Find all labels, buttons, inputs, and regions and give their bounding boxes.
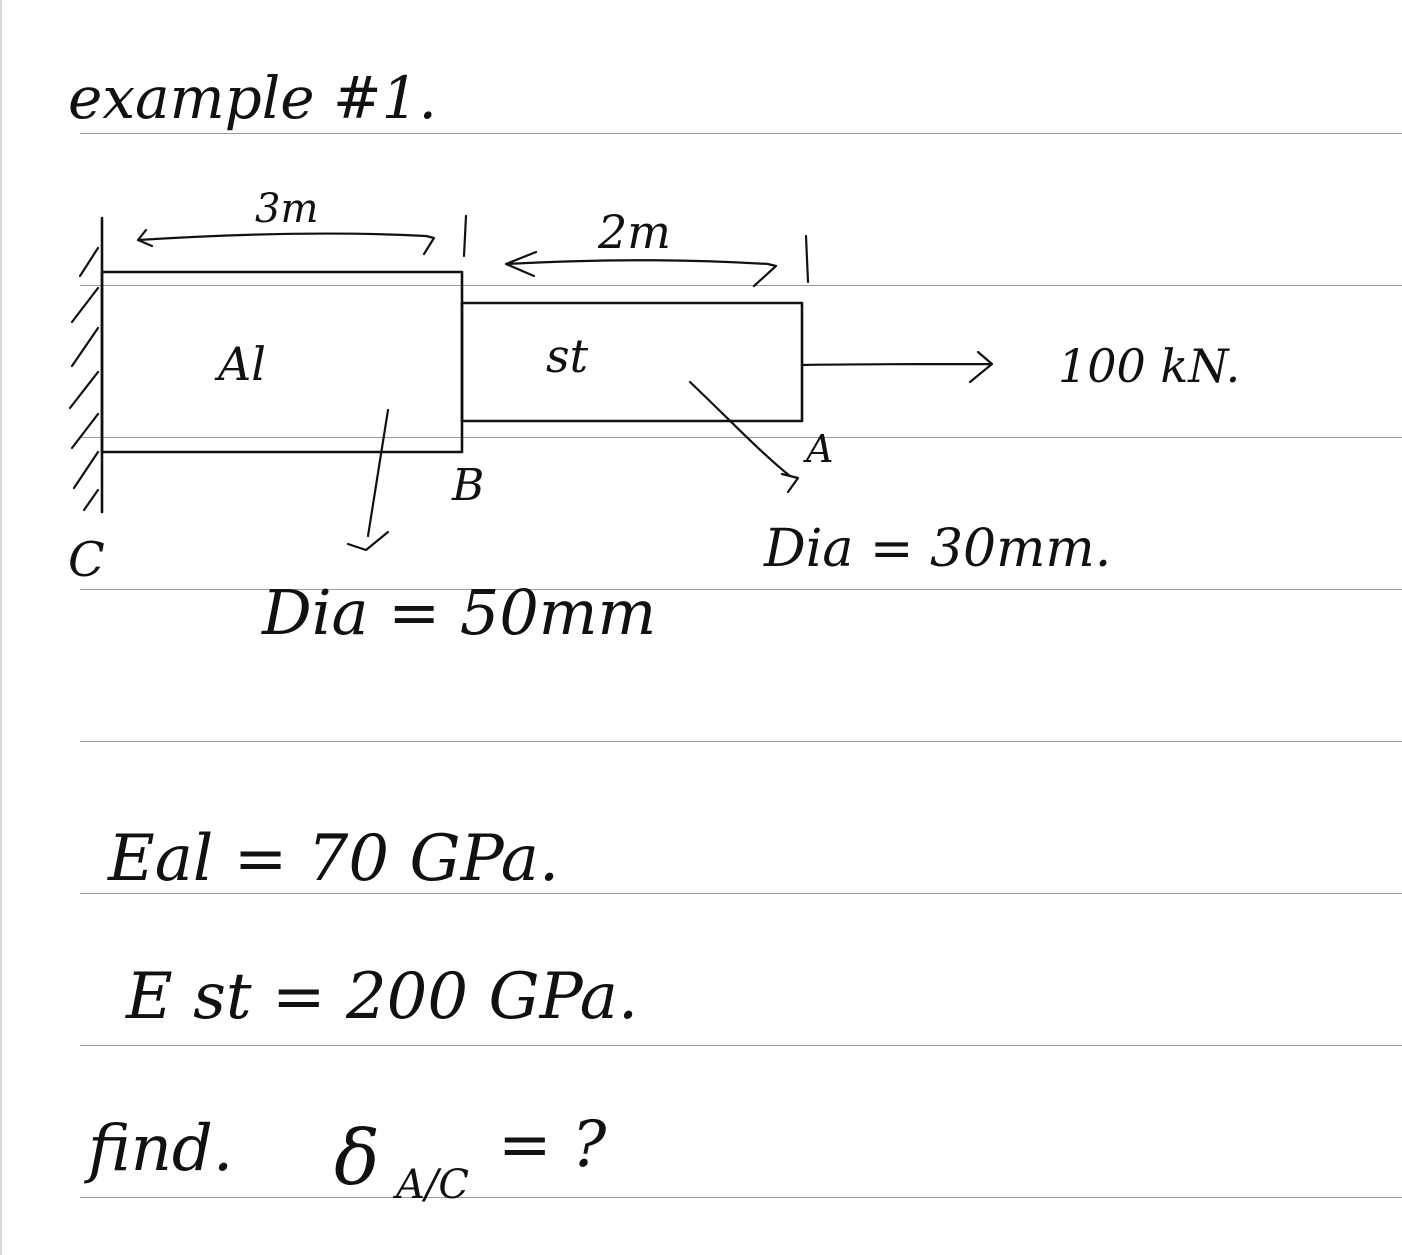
aluminum-label: Al	[214, 337, 266, 391]
find-label: find.	[84, 1112, 233, 1186]
delta-subscript: A/C	[392, 1162, 469, 1208]
ruled-line	[80, 133, 1402, 134]
ruled-line	[80, 741, 1402, 742]
steel-diameter-pointer	[688, 380, 800, 494]
load-label: 100 kN.	[1058, 339, 1240, 393]
point-c-label: C	[68, 532, 105, 588]
ruled-line	[80, 1045, 1402, 1046]
ruled-line	[80, 437, 1402, 438]
steel-bar	[460, 301, 804, 423]
aluminum-bar	[100, 270, 464, 454]
modulus-aluminum: Eal = 70 GPa.	[107, 822, 559, 896]
delta-symbol: δ	[334, 1113, 380, 1202]
aluminum-diameter-pointer	[346, 408, 390, 552]
ruled-line	[80, 589, 1402, 590]
modulus-steel: E st = 200 GPa.	[125, 960, 638, 1034]
question-mark: = ?	[498, 1108, 607, 1182]
aluminum-diameter-label: Dia = 50mm	[261, 576, 656, 649]
point-b-label: B	[451, 460, 484, 511]
dimension-2m: 2m	[504, 205, 810, 288]
steel-label: st	[546, 329, 589, 383]
dimension-3m-label: 3m	[255, 186, 318, 232]
ruled-line	[80, 893, 1402, 894]
ruled-line	[80, 285, 1402, 286]
fixed-wall	[68, 216, 104, 514]
dimension-3m: 3m	[136, 186, 468, 258]
steel-diameter-label: Dia = 30mm.	[763, 519, 1111, 579]
load-arrow	[800, 350, 994, 384]
ruled-line	[80, 1197, 1402, 1198]
page-title: example #1.	[68, 64, 437, 132]
point-a-label: A	[803, 427, 833, 471]
dimension-2m-label: 2m	[597, 205, 671, 259]
